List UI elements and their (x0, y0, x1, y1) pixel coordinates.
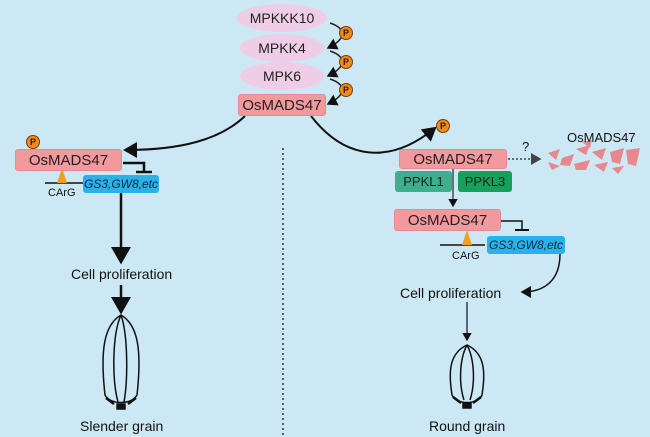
phosphate-icon: P (436, 119, 450, 133)
right-carg-triangle (462, 230, 472, 245)
left-carg-label: CArG (48, 187, 76, 199)
left-gene-box: GS3,GW8,etc (83, 175, 159, 193)
phosphate-icon: P (339, 26, 353, 40)
kinase-mpk6: MPK6 (240, 62, 324, 90)
right-outcome-label: Round grain (429, 418, 506, 434)
cascade-osmads47-box: OsMADS47 (238, 94, 326, 116)
right-repression (501, 220, 523, 230)
phosphatase-label: PPKL1 (403, 174, 444, 189)
kinase-mpkk4: MPKK4 (240, 34, 324, 62)
phosphate-label: P (439, 121, 446, 131)
degraded-osmads47-fragments (548, 140, 640, 174)
left-repression (123, 161, 146, 172)
degraded-label: OsMADS47 (567, 130, 636, 145)
phosphatase-label: PPKL3 (464, 174, 506, 189)
right-osmads47-dephospho-box: OsMADS47 (394, 209, 501, 231)
right-genes-to-proliferation (520, 253, 561, 298)
protein-label: OsMADS47 (242, 96, 322, 114)
ppkl3-box: PPKL3 (458, 171, 512, 192)
round-grain-icon (449, 344, 485, 409)
slender-grain-icon (102, 314, 140, 410)
left-osmads47-box: OsMADS47 (15, 149, 122, 171)
kinase-label: MPKKK10 (249, 10, 315, 26)
left-branch-arrow (123, 115, 246, 158)
right-gene-box: GS3,GW8,etc (487, 236, 565, 254)
degradation-question: ? (522, 139, 530, 154)
left-process-label: Cell proliferation (71, 266, 173, 282)
kinase-label: MPKK4 (258, 40, 306, 56)
protein-label: OsMADS47 (413, 150, 493, 168)
right-branch-arrow (310, 115, 437, 154)
left-carg-triangle (57, 168, 67, 183)
right-process-label: Cell proliferation (400, 285, 502, 301)
phosphate-icon: P (339, 55, 353, 69)
phosphate-icon: P (339, 83, 353, 97)
gene-label: GS3,GW8,etc (83, 177, 159, 191)
right-osmads47-box: OsMADS47 (399, 149, 507, 169)
protein-label: OsMADS47 (28, 151, 109, 169)
protein-label: OsMADS47 (407, 211, 488, 229)
phosphate-label: P (342, 85, 349, 95)
phosphate-label: P (342, 57, 349, 67)
gene-label: GS3,GW8,etc (488, 238, 564, 252)
left-outcome-label: Slender grain (80, 418, 164, 434)
right-carg-label: CArG (452, 250, 480, 262)
ppkl1-box: PPKL1 (395, 171, 452, 192)
phosphate-label: P (29, 137, 36, 147)
kinase-mpkkk10: MPKKK10 (237, 4, 327, 32)
phosphate-icon: P (26, 135, 40, 149)
phosphate-label: P (342, 28, 349, 38)
kinase-label: MPK6 (262, 68, 302, 84)
